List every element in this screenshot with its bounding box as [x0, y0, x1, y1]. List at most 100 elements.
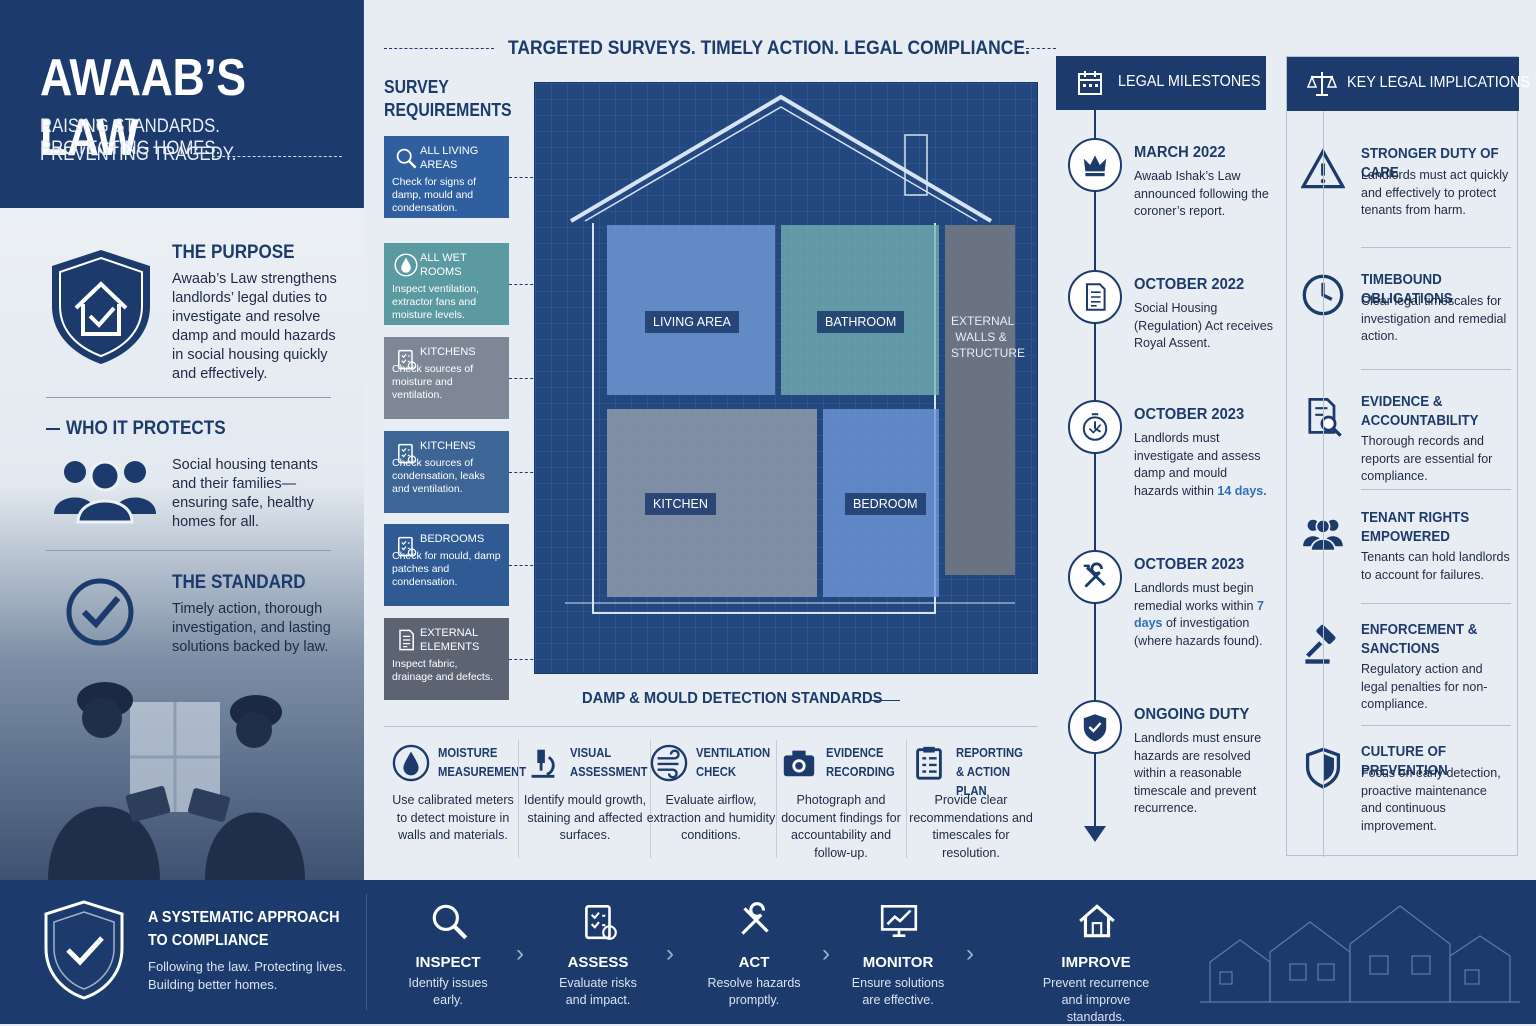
milestone-date: OCTOBER 2022 [1134, 276, 1245, 293]
checklist-icon [398, 349, 417, 370]
hero-line [212, 156, 342, 157]
divider [906, 740, 907, 858]
implication-text: Clear legal timescales for investigation… [1361, 294, 1507, 343]
implication-title: TIMEBOUND OBLIGATIONS [1361, 272, 1453, 307]
divider [1361, 369, 1511, 370]
room-bedroom: BEDROOM [823, 409, 939, 597]
connector-line [509, 378, 549, 379]
people-icon [54, 460, 156, 524]
document-search-icon [1308, 398, 1342, 437]
milestone-highlight: 14 days. [1217, 483, 1267, 498]
implication-text: Regulatory action and legal penalties fo… [1361, 662, 1488, 711]
room-bathroom: BATHROOM [781, 225, 939, 395]
wind-icon [650, 744, 688, 782]
milestone-date: MARCH 2022 [1134, 144, 1226, 161]
standard-title: THE STANDARD [172, 572, 306, 593]
standard-desc: Provide clear recommendations and timesc… [909, 793, 1033, 860]
divider [46, 397, 331, 398]
standard-heading: REPORTING& ACTION PLAN [956, 746, 1023, 798]
implication-title: CULTURE OF PREVENTION [1361, 744, 1448, 779]
survey-card-title: KITCHENS [420, 346, 476, 358]
purpose-section: THE PURPOSE Awaab’s Law strengthens land… [0, 230, 364, 400]
crown-icon [1083, 155, 1107, 177]
milestone-marker [1068, 700, 1122, 754]
milestone-marker [1068, 550, 1122, 604]
standard-text: Timely action, thorough investigation, a… [172, 601, 331, 655]
banner-line-right [1026, 48, 1056, 49]
survey-card-title: BEDROOMS [420, 533, 485, 545]
checklist-icon [585, 904, 617, 940]
divider [366, 894, 367, 1010]
room-label-living: LIVING AREA [645, 311, 739, 333]
connector-line [509, 284, 549, 285]
wrench-icon [741, 902, 769, 935]
survey-title-line1: SURVEY [384, 77, 449, 97]
purpose-title: THE PURPOSE [172, 242, 295, 263]
chevron-right-icon: › [666, 940, 674, 967]
survey-title: SURVEY REQUIREMENTS [384, 76, 512, 122]
connector-line [509, 659, 549, 660]
houses-sketch [1200, 905, 1520, 1003]
implication-text: Landlords must act quickly and effective… [1361, 168, 1509, 217]
milestone-date: OCTOBER 2023 [1134, 406, 1245, 423]
survey-card-title: KITCHENS [420, 440, 476, 452]
survey-card-desc: Inspect fabric, drainage and defects. [392, 658, 493, 683]
clipboard-icon [916, 746, 942, 780]
bottom-band [0, 880, 1536, 1024]
document-icon [1086, 283, 1106, 311]
divider [518, 740, 519, 858]
implication-title: EVIDENCE & ACCOUNTABILITY [1361, 394, 1479, 429]
document-icon [399, 629, 414, 651]
survey-card-desc: Check sources of condensation, leaks and… [392, 457, 485, 495]
shield-check-icon [1083, 714, 1107, 742]
microscope-icon [531, 749, 555, 778]
scales-icon [1307, 72, 1337, 96]
implication-title: STRONGER DUTY OF CARE [1361, 146, 1499, 181]
gavel-icon [1305, 624, 1336, 664]
banner-line-left [384, 48, 494, 49]
divider [1361, 725, 1511, 726]
divider [46, 550, 331, 551]
room-label-kitchen: KITCHEN [645, 493, 716, 515]
survey-card-desc: Inspect ventilation, extractor fans and … [392, 283, 479, 321]
divider [1361, 489, 1511, 490]
step-label: INSPECT [415, 954, 481, 971]
banner-title: TARGETED SURVEYS. TIMELY ACTION. LEGAL C… [508, 38, 1030, 59]
standard-desc: Evaluate airflow, extraction and humidit… [646, 793, 776, 842]
divider [1361, 247, 1511, 248]
bottom-text: Following the law. Protecting lives. Bui… [148, 959, 346, 992]
hero-subtitle-2: PREVENTING TRAGEDY. [40, 144, 237, 165]
divider [1361, 603, 1511, 604]
timeline-line [1094, 110, 1096, 830]
detection-line [870, 700, 900, 701]
standard-desc: Use calibrated meters to detect moisture… [392, 793, 514, 842]
protects-text: Social housing tenants and their familie… [172, 457, 318, 530]
connector-line [509, 565, 549, 566]
survey-card-title: ALL WET ROOMS [420, 252, 467, 278]
people-icon [1303, 518, 1343, 552]
title-dash [46, 428, 60, 430]
implications-title: KEY LEGAL IMPLICATIONS [1347, 74, 1530, 91]
calendar-icon [1078, 71, 1102, 95]
implication-text: Focus on early detection, proactive main… [1361, 766, 1501, 833]
milestone-text: Awaab Ishak’s Law announced following th… [1134, 169, 1269, 218]
standard-desc: Identify mould growth, staining and affe… [523, 793, 647, 842]
milestones-header: LEGAL MILESTONES [1056, 56, 1266, 110]
implication-text: Tenants can hold landlords to account fo… [1361, 550, 1510, 582]
chevron-right-icon: › [516, 940, 524, 967]
magnifier-icon [432, 904, 468, 940]
survey-title-line2: REQUIREMENTS [384, 100, 512, 120]
check-circle-icon [66, 578, 134, 646]
milestone-text: Social Housing (Regulation) Act receives… [1134, 301, 1273, 350]
milestone-marker [1068, 138, 1122, 192]
